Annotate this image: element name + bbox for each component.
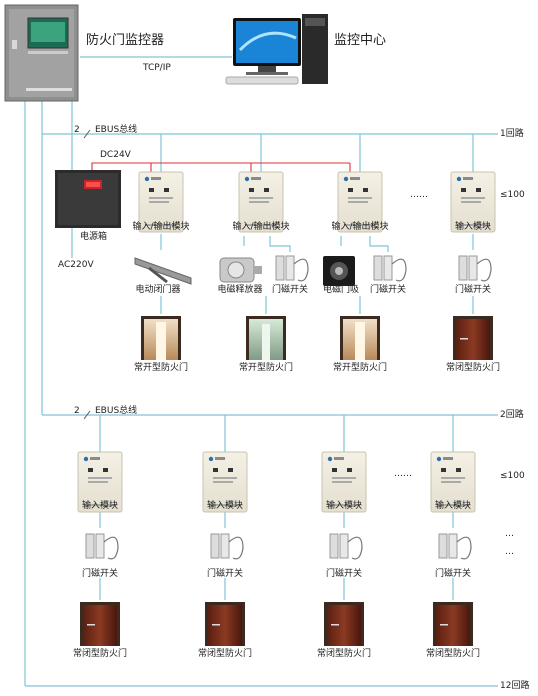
row2-door-3 xyxy=(324,602,364,646)
ac220v-label: AC220V xyxy=(58,260,94,270)
row2-door-label-3: 常闭型防火门 xyxy=(317,649,372,659)
power-box xyxy=(55,170,121,228)
row1-device-label-1: 电动闭门器 xyxy=(135,285,181,295)
loop2-label: 2回路 xyxy=(500,410,524,420)
monitor-label: 监控中心 xyxy=(334,33,387,48)
row2-door-label-2: 常闭型防火门 xyxy=(198,649,253,659)
row2-door-switch-4 xyxy=(438,533,472,560)
row1-ellipsis: …… xyxy=(410,190,428,200)
row1-door-2 xyxy=(246,316,286,360)
monitor-computer xyxy=(225,14,328,85)
row2-module-label-2: 输入模块 xyxy=(207,501,244,511)
bus-lines xyxy=(24,56,498,687)
row1-magnetic-holder xyxy=(323,256,355,286)
row1-module-3 xyxy=(337,171,383,233)
controller-label: 防火门监控器 xyxy=(86,33,165,48)
row1-door-label-1: 常开型防火门 xyxy=(134,363,189,373)
loop2-count: 2 xyxy=(74,406,80,416)
row2-module-2 xyxy=(202,451,248,513)
row2-module-3 xyxy=(321,451,367,513)
row1-module-label-1: 输入/输出模块 xyxy=(132,222,190,232)
row2-module-4 xyxy=(430,451,476,513)
row2-max: ≤100 xyxy=(500,471,525,481)
row2-door-switch-3 xyxy=(329,533,363,560)
dc24v-label: DC24V xyxy=(100,150,131,160)
row2-door-4 xyxy=(433,602,473,646)
row2-module-1 xyxy=(77,451,123,513)
row1-door-label-3: 常开型防火门 xyxy=(333,363,388,373)
row1-door-switch-2 xyxy=(373,255,407,282)
row1-device-label-3: 门磁开关 xyxy=(272,285,309,295)
row1-magnetic-releaser xyxy=(219,257,262,283)
power-line xyxy=(91,162,351,172)
row2-device-label-3: 门磁开关 xyxy=(326,569,363,579)
loop1-count: 2 xyxy=(74,125,80,135)
row1-door-label-4: 常闭型防火门 xyxy=(446,363,501,373)
row2-device-label-1: 门磁开关 xyxy=(82,569,119,579)
row2-module-label-4: 输入模块 xyxy=(435,501,472,511)
row1-module-label-4: 输入模块 xyxy=(455,222,492,232)
power-box-label: 电源箱 xyxy=(80,232,108,242)
loop1-label: 1回路 xyxy=(500,129,524,139)
loop1-bus-label: EBUS总线 xyxy=(95,125,138,135)
row1-module-label-3: 输入/输出模块 xyxy=(331,222,389,232)
row1-door-label-2: 常开型防火门 xyxy=(239,363,294,373)
row1-door-3 xyxy=(340,316,380,360)
row1-device-label-5: 门磁开关 xyxy=(370,285,407,295)
controller-cabinet xyxy=(4,4,79,102)
row2-side-dots-1: … xyxy=(505,529,514,539)
row1-door-switch-3 xyxy=(458,255,492,282)
row2-door-switch-1 xyxy=(85,533,119,560)
row1-device-label-4: 电磁门吸 xyxy=(323,285,360,295)
row2-ellipsis: …… xyxy=(394,469,412,479)
row2-module-label-3: 输入模块 xyxy=(326,501,363,511)
row2-device-label-2: 门磁开关 xyxy=(207,569,244,579)
row2-door-switch-2 xyxy=(210,533,244,560)
bus-slash-markers xyxy=(83,129,91,420)
network-label: TCP/IP xyxy=(143,63,171,73)
row2-door-2 xyxy=(205,602,245,646)
row1-door-4 xyxy=(453,316,493,360)
row1-door-1 xyxy=(141,316,181,360)
row2-door-1 xyxy=(80,602,120,646)
row1-module-4 xyxy=(450,171,496,233)
row2-device-label-4: 门磁开关 xyxy=(435,569,472,579)
row1-door-switch-1 xyxy=(275,255,309,282)
row1-module-2 xyxy=(238,171,284,233)
loop12-label: 12回路 xyxy=(500,681,530,691)
row1-module-label-2: 输入/输出模块 xyxy=(232,222,290,232)
row2-door-label-1: 常闭型防火门 xyxy=(73,649,128,659)
row2-door-label-4: 常闭型防火门 xyxy=(426,649,481,659)
row1-device-label-6: 门磁开关 xyxy=(455,285,492,295)
row2-side-dots-2: … xyxy=(505,547,514,557)
row1-module-1 xyxy=(138,171,184,233)
loop2-bus-label: EBUS总线 xyxy=(95,406,138,416)
row1-max: ≤100 xyxy=(500,190,525,200)
row1-door-closer xyxy=(134,257,192,285)
row2-module-label-1: 输入模块 xyxy=(82,501,119,511)
row1-device-label-2: 电磁释放器 xyxy=(217,285,263,295)
